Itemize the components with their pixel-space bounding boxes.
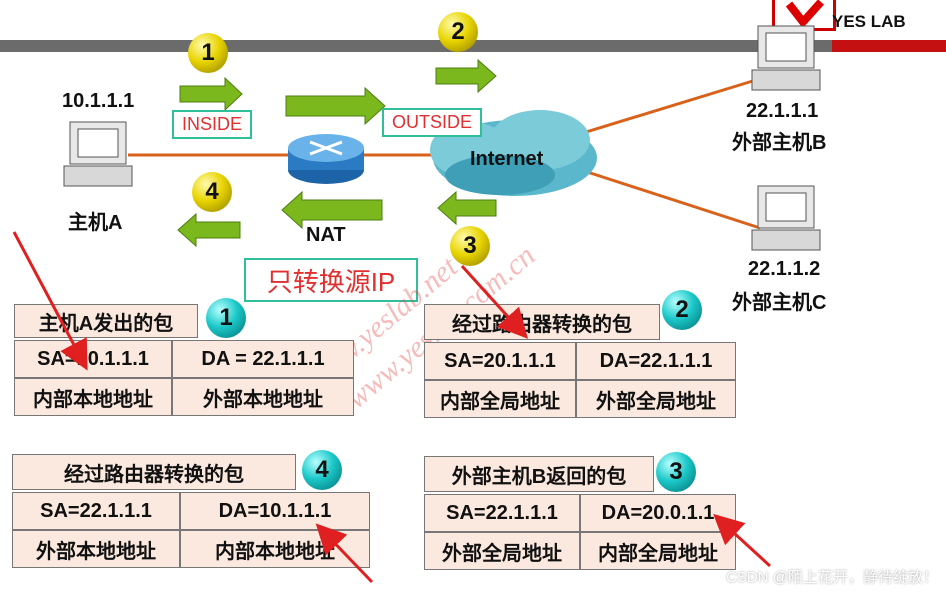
destination-address: DA=20.0.1.1 [580, 494, 736, 532]
checkmark-icon [785, 0, 824, 29]
source-only-label: 只转换源IP [244, 258, 418, 302]
internet-label: Internet [470, 148, 544, 170]
arrow-right-icon [435, 58, 497, 94]
source-address-type: 内部全局地址 [424, 380, 576, 418]
link-internet-c [574, 166, 761, 230]
logo-text: YES LAB [832, 12, 906, 31]
arrow-left-icon [281, 190, 383, 230]
top-red-bar [832, 40, 946, 52]
host-b-name: 外部主机B [732, 132, 827, 154]
csdn-credit: CSDN @陌上花开，静待绽放！ [726, 569, 938, 586]
host-a-name: 主机A [68, 212, 123, 234]
red-arrow-icon [713, 513, 772, 568]
source-address-type: 外部全局地址 [424, 532, 580, 570]
step-badge-1: 1 [188, 33, 228, 73]
arrow-left-icon [437, 190, 497, 226]
packet-title: 主机A发出的包 [14, 304, 198, 338]
destination-address-type: 内部全局地址 [580, 532, 736, 570]
computer-c-icon [751, 185, 821, 251]
source-address-type: 外部本地地址 [12, 530, 180, 568]
host-c-name: 外部主机C [732, 292, 827, 314]
packet-title: 经过路由器转换的包 [12, 454, 296, 490]
host-a-ip: 10.1.1.1 [62, 90, 135, 112]
arrow-left-icon [177, 212, 241, 248]
packet-badge: 3 [656, 452, 696, 492]
red-arrow-icon [460, 264, 529, 339]
arrow-right-icon [285, 86, 386, 126]
packet-badge: 1 [206, 298, 246, 338]
step-badge-2: 2 [438, 12, 478, 52]
link-internet-b [559, 78, 757, 142]
source-address: SA=20.1.1.1 [424, 342, 576, 380]
packet-title: 外部主机B返回的包 [424, 456, 654, 492]
outside-label: OUTSIDE [382, 108, 483, 137]
source-address-type: 内部本地地址 [14, 378, 172, 416]
top-gray-bar [0, 40, 946, 52]
computer-b-icon [751, 25, 821, 91]
red-arrow-icon [12, 231, 88, 371]
destination-address-type: 外部全局地址 [576, 380, 736, 418]
internet-cloud-icon [430, 110, 597, 196]
source-address: SA=22.1.1.1 [12, 492, 180, 530]
destination-address: DA = 22.1.1.1 [172, 340, 354, 378]
step-badge-3: 3 [450, 226, 490, 266]
arrow-right-icon [179, 76, 243, 112]
inside-label: INSIDE [172, 110, 253, 139]
nat-label: NAT [306, 224, 346, 246]
source-address: SA=22.1.1.1 [424, 494, 580, 532]
router-icon [288, 134, 364, 184]
red-arrow-icon [315, 523, 374, 584]
packet-badge: 4 [302, 450, 342, 490]
computer-a-icon [63, 121, 133, 187]
destination-address: DA=22.1.1.1 [576, 342, 736, 380]
host-b-ip: 22.1.1.1 [746, 100, 819, 122]
step-badge-4: 4 [192, 172, 232, 212]
network-diagram [63, 25, 821, 251]
destination-address-type: 外部本地地址 [172, 378, 354, 416]
host-c-ip: 22.1.1.2 [748, 258, 821, 280]
packet-badge: 2 [662, 290, 702, 330]
